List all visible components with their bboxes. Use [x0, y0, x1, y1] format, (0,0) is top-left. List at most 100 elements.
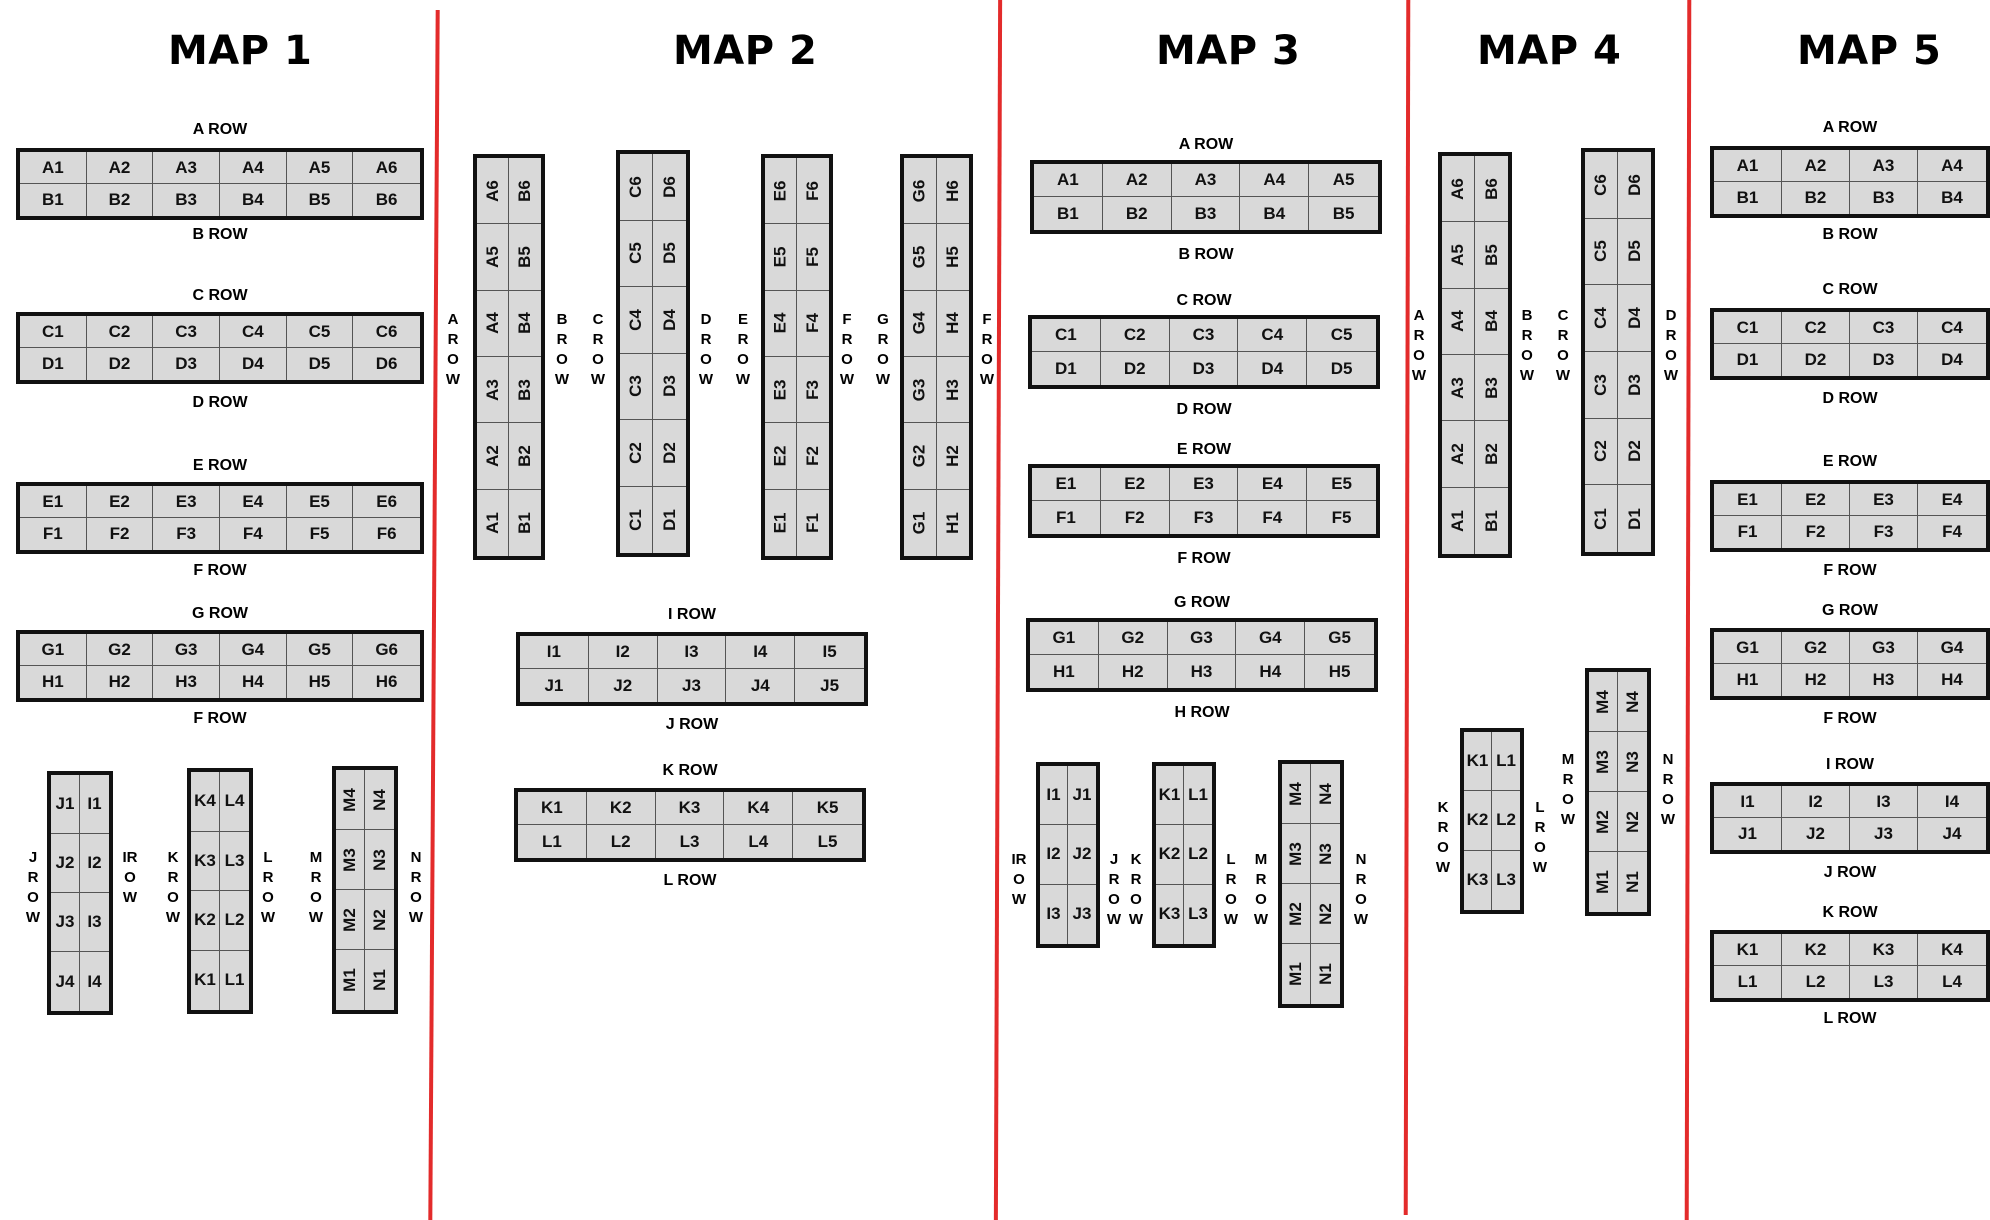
seat-a5[interactable]: A5 — [1309, 164, 1378, 197]
seat-j4[interactable]: J4 — [1942, 824, 1962, 843]
seat-n1[interactable]: N1 — [1622, 871, 1642, 893]
seat-h6[interactable]: H6 — [375, 672, 398, 691]
seat-i2[interactable]: I2 — [588, 636, 658, 669]
seat-e3[interactable]: E3 — [153, 486, 220, 518]
seat-b3[interactable]: B3 — [1475, 355, 1508, 422]
seat-d5[interactable]: D5 — [1330, 358, 1353, 378]
seat-k1[interactable]: K1 — [1156, 766, 1184, 826]
seat-g2[interactable]: G2 — [1098, 622, 1168, 655]
seat-a2[interactable]: A2 — [1782, 150, 1850, 182]
seat-h4[interactable]: H4 — [936, 291, 969, 357]
seat-a1[interactable]: A1 — [1714, 150, 1782, 182]
seat-a6[interactable]: A6 — [353, 152, 420, 184]
seat-g2[interactable]: G2 — [86, 634, 154, 666]
seat-k2[interactable]: K2 — [586, 792, 656, 825]
seat-a4[interactable]: A4 — [1442, 288, 1475, 355]
seat-g1[interactable]: G1 — [20, 634, 87, 666]
seat-i1[interactable]: I1 — [520, 636, 589, 669]
seat-d3[interactable]: D3 — [1170, 352, 1239, 385]
seat-d4[interactable]: D4 — [1618, 285, 1651, 352]
seat-h3[interactable]: H3 — [1168, 655, 1237, 688]
seat-b1[interactable]: B1 — [20, 184, 87, 216]
seat-a2[interactable]: A2 — [1102, 164, 1172, 197]
seat-m3[interactable]: M3 — [336, 830, 365, 890]
seat-g3[interactable]: G3 — [153, 634, 220, 666]
seat-f3[interactable]: F3 — [797, 357, 829, 424]
seat-c2[interactable]: C2 — [620, 420, 653, 487]
seat-c1[interactable]: C1 — [1032, 319, 1101, 352]
seat-h2[interactable]: H2 — [936, 423, 969, 490]
seat-l3[interactable]: L3 — [220, 832, 249, 891]
seat-f1[interactable]: F1 — [803, 512, 822, 533]
seat-b1[interactable]: B1 — [1481, 509, 1501, 532]
seat-a3[interactable]: A3 — [1171, 164, 1241, 197]
seat-j3[interactable]: J3 — [658, 669, 727, 702]
seat-d1[interactable]: D1 — [1624, 507, 1644, 530]
seat-j2[interactable]: J2 — [1068, 825, 1096, 885]
seat-l3[interactable]: L3 — [1850, 966, 1918, 998]
seat-a3[interactable]: A3 — [1850, 150, 1918, 182]
seat-c5[interactable]: C5 — [286, 316, 354, 348]
seat-e2[interactable]: E2 — [765, 423, 797, 490]
seat-d2[interactable]: D2 — [1101, 352, 1170, 385]
seat-g1[interactable]: G1 — [1714, 632, 1782, 664]
seat-d2[interactable]: D2 — [653, 420, 686, 487]
seat-k2[interactable]: K2 — [1156, 825, 1184, 885]
seat-l1[interactable]: L1 — [1492, 732, 1520, 792]
seat-m1[interactable]: M1 — [1282, 944, 1311, 1004]
seat-h1[interactable]: H1 — [1030, 655, 1099, 688]
seat-b1[interactable]: B1 — [1714, 182, 1782, 214]
seat-a4[interactable]: A4 — [1918, 150, 1986, 182]
seat-b4[interactable]: B4 — [220, 184, 287, 216]
seat-j3[interactable]: J3 — [51, 893, 80, 952]
seat-d6[interactable]: D6 — [1618, 152, 1651, 219]
seat-b3[interactable]: B3 — [509, 357, 541, 424]
seat-n1[interactable]: N1 — [369, 969, 389, 991]
seat-k1[interactable]: K1 — [518, 792, 587, 825]
seat-d2[interactable]: D2 — [1618, 419, 1651, 486]
seat-c5[interactable]: C5 — [620, 220, 653, 287]
seat-g3[interactable]: G3 — [1167, 622, 1237, 655]
seat-m4[interactable]: M4 — [336, 770, 365, 830]
seat-i2[interactable]: I2 — [1040, 825, 1068, 885]
seat-f4[interactable]: F4 — [220, 518, 287, 550]
seat-c1[interactable]: C1 — [1714, 312, 1782, 344]
seat-d5[interactable]: D5 — [653, 221, 686, 287]
seat-n1[interactable]: N1 — [1315, 963, 1335, 985]
seat-l1[interactable]: L1 — [1714, 966, 1782, 998]
seat-l3[interactable]: L3 — [1496, 870, 1516, 890]
seat-g1[interactable]: G1 — [904, 489, 937, 556]
seat-m2[interactable]: M2 — [336, 890, 365, 950]
seat-b5[interactable]: B5 — [1332, 203, 1355, 223]
seat-b3[interactable]: B3 — [153, 184, 220, 216]
seat-d5[interactable]: D5 — [1618, 219, 1651, 286]
seat-f1[interactable]: F1 — [1714, 516, 1782, 548]
seat-b4[interactable]: B4 — [1240, 197, 1310, 230]
seat-n4[interactable]: N4 — [365, 770, 394, 830]
seat-n4[interactable]: N4 — [1618, 672, 1647, 732]
seat-b6[interactable]: B6 — [375, 190, 398, 209]
seat-g5[interactable]: G5 — [286, 634, 354, 666]
seat-c6[interactable]: C6 — [353, 316, 420, 348]
seat-i1[interactable]: I1 — [80, 775, 109, 834]
seat-e3[interactable]: E3 — [1850, 484, 1918, 516]
seat-g6[interactable]: G6 — [904, 158, 937, 225]
seat-c4[interactable]: C4 — [1918, 312, 1986, 344]
seat-f5[interactable]: F5 — [797, 224, 829, 291]
seat-h4[interactable]: H4 — [1236, 655, 1306, 688]
seat-e1[interactable]: E1 — [1032, 468, 1101, 501]
seat-g3[interactable]: G3 — [1850, 632, 1918, 664]
seat-b2[interactable]: B2 — [1103, 197, 1172, 230]
seat-l4[interactable]: L4 — [1942, 972, 1962, 991]
seat-j2[interactable]: J2 — [51, 834, 80, 893]
seat-b4[interactable]: B4 — [1941, 188, 1963, 207]
seat-d4[interactable]: D4 — [1238, 352, 1308, 385]
seat-j1[interactable]: J1 — [1714, 818, 1782, 850]
seat-e3[interactable]: E3 — [1169, 468, 1239, 501]
seat-j1[interactable]: J1 — [520, 669, 589, 702]
seat-e6[interactable]: E6 — [353, 486, 420, 518]
seat-b3[interactable]: B3 — [1172, 197, 1241, 230]
seat-e6[interactable]: E6 — [765, 158, 797, 225]
seat-c6[interactable]: C6 — [620, 154, 653, 221]
seat-h1[interactable]: H1 — [942, 511, 962, 534]
